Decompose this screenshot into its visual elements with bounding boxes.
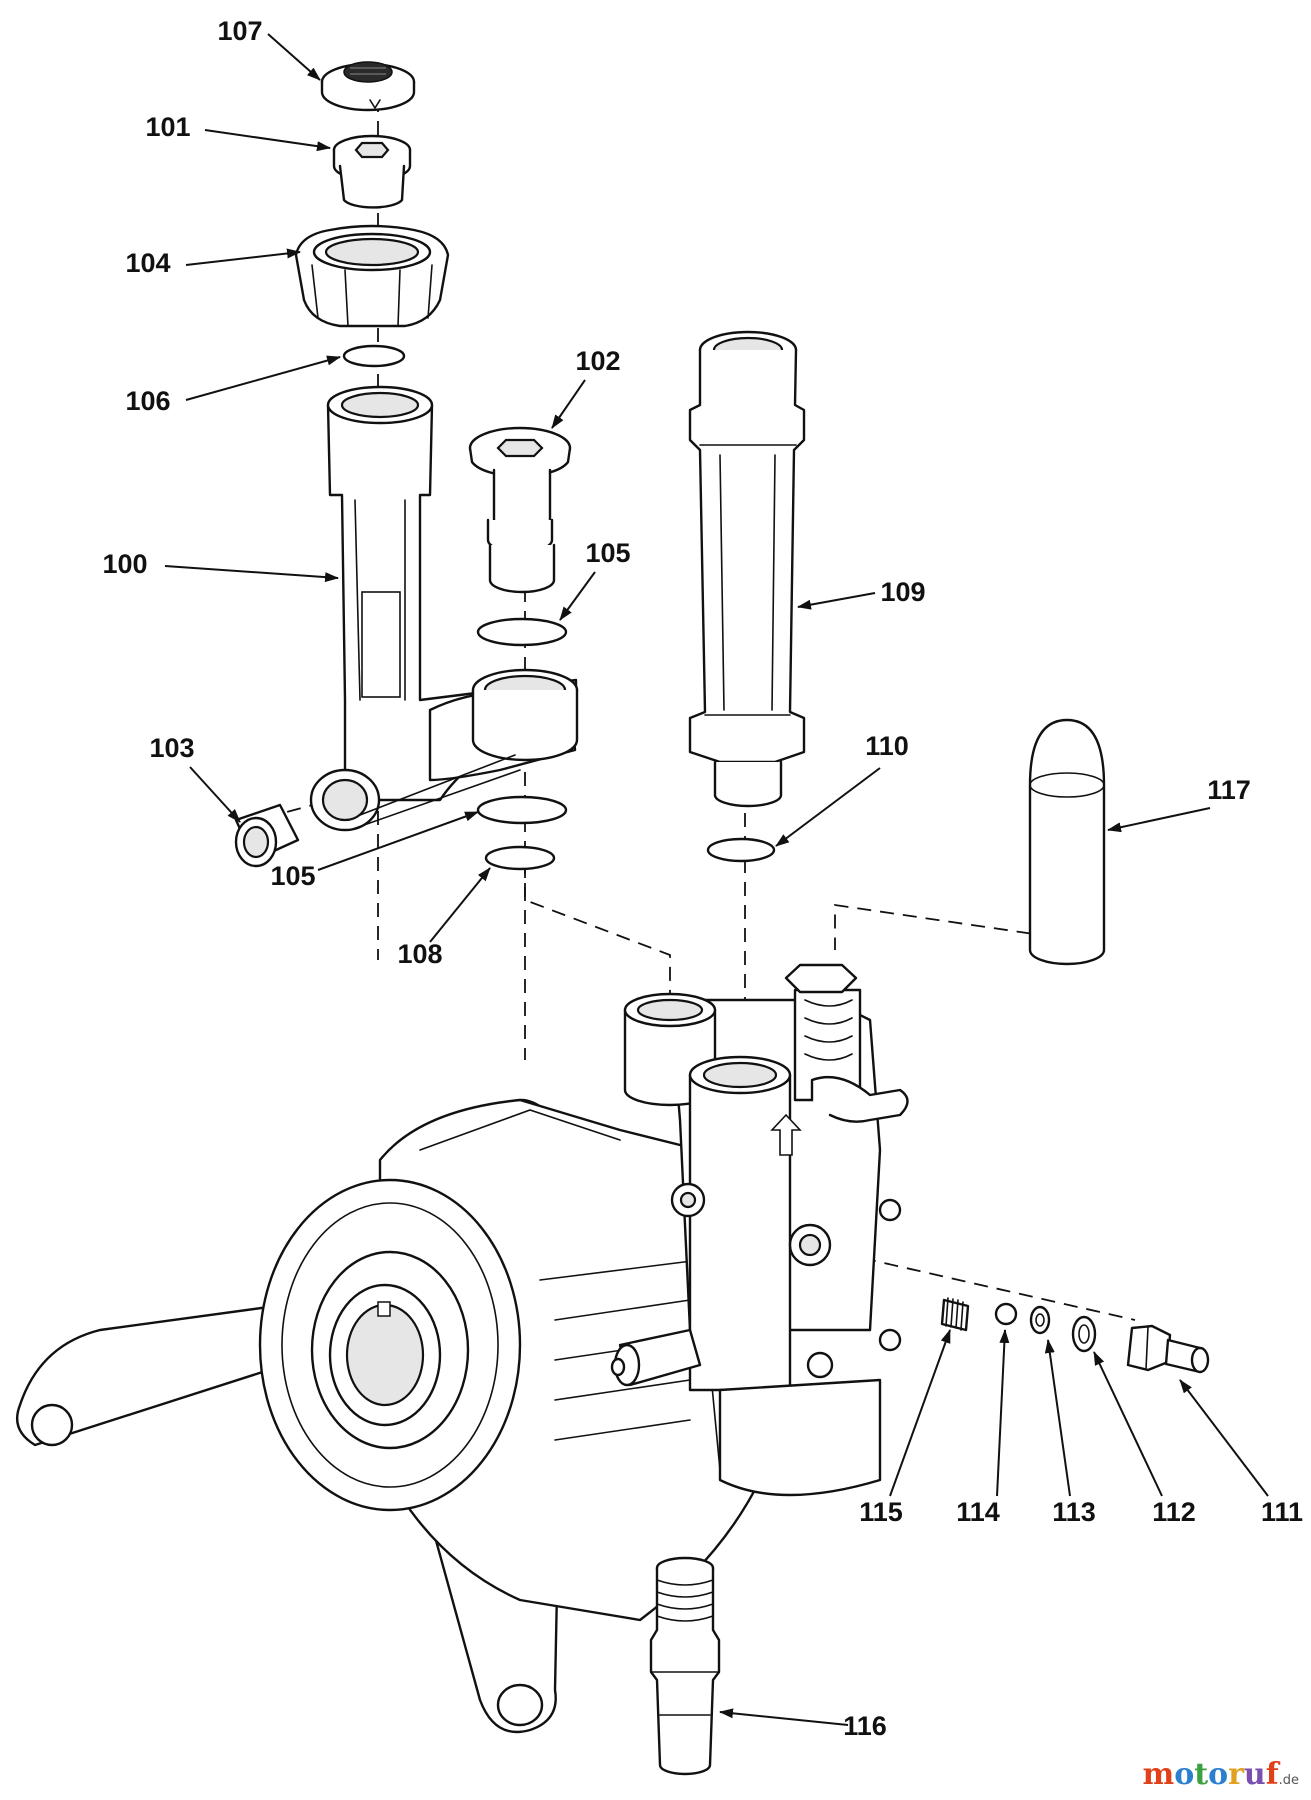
leader-116: [719, 1708, 849, 1726]
callout-105a: 105: [585, 538, 630, 568]
leader-106: [185, 355, 341, 401]
callout-107: 107: [217, 16, 262, 46]
callout-102: 102: [575, 346, 620, 376]
part-103-plug: [234, 803, 300, 868]
leader-112: [1093, 1351, 1163, 1497]
part-107-filter-cap: [320, 61, 416, 112]
part-110-o-ring: [706, 837, 776, 863]
part-106-o-ring: [342, 344, 406, 368]
part-102-plug-bolt: [468, 426, 572, 594]
leader-107: [267, 33, 321, 81]
part-112-washer: [1071, 1315, 1097, 1353]
callout-labels: 107 101 104 106 102 100 105 109 103 110 117 105 108 1…: [102, 16, 1303, 1741]
part-101-bushing: [332, 134, 412, 209]
callout-110: 110: [865, 731, 909, 761]
part-111-fitting: [1126, 1324, 1210, 1374]
part-104-knob-nut: [294, 224, 450, 328]
callout-115: 115: [859, 1497, 903, 1527]
leader-104: [185, 248, 301, 266]
callout-116: 116: [843, 1711, 887, 1741]
leader-100: [164, 565, 339, 583]
part-105-o-ring-lower: [476, 795, 568, 825]
part-109-outlet-manifold: [688, 330, 806, 808]
leader-114: [996, 1329, 1010, 1497]
part-115-spring: [940, 1297, 970, 1332]
part-113-washer: [1029, 1305, 1051, 1335]
callout-109: 109: [880, 577, 925, 607]
watermark-logo: motoruf.de: [1142, 1757, 1299, 1792]
part-100-inlet-manifold: [309, 385, 579, 832]
leader-110: [775, 767, 881, 847]
callout-112: 112: [1152, 1497, 1196, 1527]
callout-103: 103: [149, 733, 194, 763]
leader-109: [797, 592, 876, 610]
part-114-ball: [994, 1302, 1018, 1326]
leader-102: [551, 379, 586, 429]
leader-117: [1107, 807, 1211, 833]
leader-113: [1044, 1339, 1071, 1497]
pump-body: [15, 963, 909, 1734]
callout-101: 101: [145, 112, 190, 142]
callout-113: 113: [1052, 1497, 1096, 1527]
callout-108: 108: [397, 939, 442, 969]
part-117-cap: [1028, 718, 1106, 966]
callout-111: 111: [1261, 1497, 1303, 1527]
leader-111: [1179, 1379, 1269, 1497]
watermark-suffix: .de: [1278, 1773, 1299, 1788]
leader-115: [889, 1329, 951, 1497]
leader-105b: [317, 811, 479, 871]
callout-117: 117: [1207, 775, 1251, 805]
callout-104: 104: [125, 248, 170, 278]
leader-108: [429, 867, 491, 943]
part-108-o-ring: [484, 845, 556, 871]
callout-100: 100: [102, 549, 147, 579]
callout-106: 106: [125, 386, 170, 416]
leader-103: [189, 766, 241, 823]
callout-leaders: [164, 33, 1269, 1726]
part-105-o-ring-upper: [476, 617, 568, 647]
leader-105a: [559, 571, 596, 621]
callout-105b: 105: [270, 861, 315, 891]
leader-101: [204, 129, 331, 152]
callout-114: 114: [956, 1497, 1000, 1527]
part-116-fitting: [649, 1556, 721, 1776]
